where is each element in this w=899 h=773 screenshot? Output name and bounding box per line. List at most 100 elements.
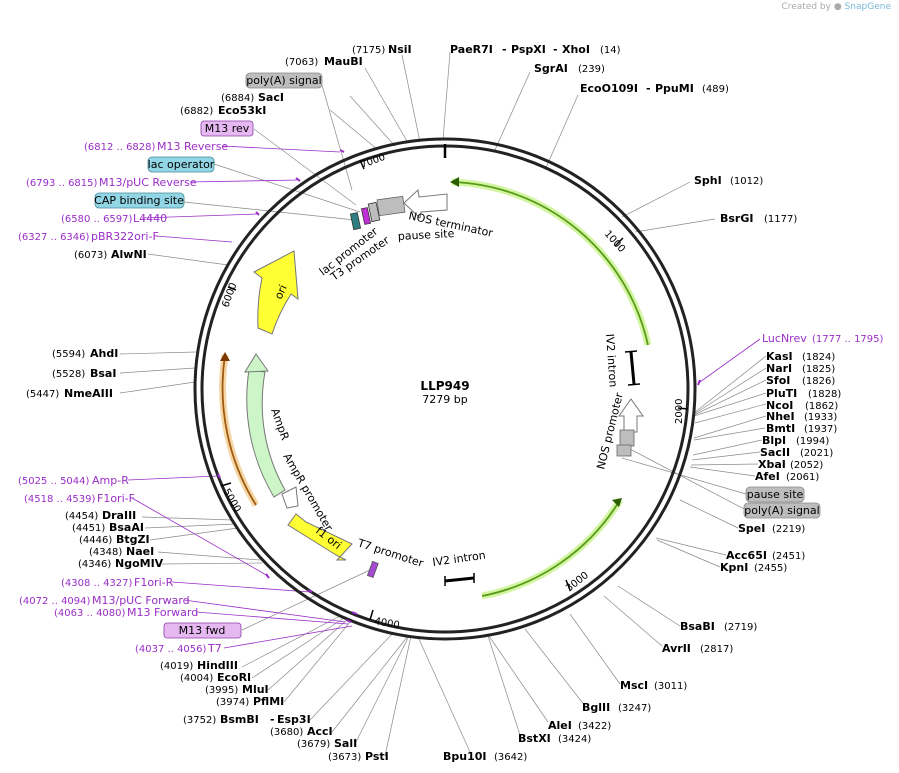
t7-promoter-label: T7 promoter bbox=[355, 536, 425, 570]
enzyme-pos: (4348) bbox=[89, 547, 122, 558]
enzyme-label: BstXI bbox=[518, 732, 551, 745]
snapgene-logo-icon: ● bbox=[833, 2, 842, 12]
iv2-intron-bottom bbox=[444, 573, 475, 586]
enzyme-pos: (4451) bbox=[72, 523, 105, 534]
enzyme-label: MscI bbox=[620, 679, 648, 692]
primer-range: (1777 .. 1795) bbox=[812, 334, 884, 345]
enzyme-pos: (1933) bbox=[804, 412, 837, 423]
enzyme-pos: (3680) bbox=[270, 727, 303, 738]
enzyme-label: MluI bbox=[242, 683, 269, 696]
enzyme-pos: (489) bbox=[702, 84, 729, 95]
enzyme-label: AccI bbox=[307, 725, 333, 738]
pause-site-box-label: pause site bbox=[747, 488, 804, 501]
primer-label: F1ori-R bbox=[134, 576, 174, 589]
enzyme-pos: (2719) bbox=[724, 622, 757, 633]
enzyme-pos: (2061) bbox=[786, 472, 819, 483]
primer-label: M13 Forward bbox=[127, 606, 198, 619]
polya-box-right: poly(A) signal bbox=[743, 502, 821, 519]
enzyme-label: PspXI bbox=[511, 43, 546, 56]
enzyme-label: NarI bbox=[766, 362, 792, 375]
primer-range: (4518 .. 4539) bbox=[24, 494, 96, 505]
enzyme-label: - bbox=[646, 82, 651, 95]
enzyme-label: PpuMI bbox=[655, 82, 694, 95]
enzyme-pos: (1828) bbox=[808, 389, 841, 400]
enzyme-pos: (7175) bbox=[352, 45, 385, 56]
enzyme-label: SfoI bbox=[766, 374, 790, 387]
enzyme-pos: (1937) bbox=[804, 424, 837, 435]
polya-box-top: poly(A) signal bbox=[245, 72, 323, 89]
primer-label: M13 Reverse bbox=[157, 140, 228, 153]
f1-ori-arrow bbox=[287, 513, 353, 561]
enzyme-label: PflMI bbox=[253, 695, 284, 708]
enzyme-label: EcoRI bbox=[217, 671, 251, 684]
enzyme-label: Eco53kI bbox=[218, 104, 266, 117]
enzyme-pos: (2817) bbox=[700, 644, 733, 655]
ori-arrow bbox=[253, 250, 299, 335]
enzyme-pos: (5528) bbox=[52, 369, 85, 380]
enzyme-pos: (2455) bbox=[754, 563, 787, 574]
enzyme-label: - bbox=[502, 43, 507, 56]
nos-terminator-arrow bbox=[403, 188, 448, 220]
enzyme-label: NheI bbox=[766, 410, 795, 423]
enzyme-pos: (2219) bbox=[772, 524, 805, 535]
iv2-intron-right bbox=[624, 350, 641, 386]
enzyme-label: AlwNI bbox=[111, 248, 147, 261]
tick-7000: 7000 bbox=[359, 152, 387, 171]
enzyme-pos: (6882) bbox=[180, 106, 213, 117]
tick-1000: 1000 bbox=[602, 229, 627, 255]
enzyme-label: AvrII bbox=[662, 642, 691, 655]
enzyme-label: XhoI bbox=[562, 43, 590, 56]
enzyme-label: AleI bbox=[548, 719, 572, 732]
enzyme-pos: (7063) bbox=[285, 57, 318, 68]
enzyme-label: SalI bbox=[334, 737, 357, 750]
pause-site-label-top: pause site bbox=[397, 227, 454, 243]
enzyme-pos: (3011) bbox=[654, 681, 687, 692]
primer-range: (6580 .. 6597) bbox=[61, 214, 133, 225]
cap-site-box: CAP binding site bbox=[94, 192, 185, 209]
enzyme-pos: (1825) bbox=[802, 364, 835, 375]
nos-cds-arc bbox=[450, 177, 652, 346]
iv2-intron-label-bottom: IV2 intron bbox=[432, 549, 487, 569]
pause-site-mark-right bbox=[619, 429, 635, 447]
enzyme-pos: (1177) bbox=[764, 214, 797, 225]
enzyme-label: AfeI bbox=[755, 470, 780, 483]
primer-label: Amp-R bbox=[92, 474, 129, 487]
enzyme-label: XbaI bbox=[758, 458, 786, 471]
primer-range: (4037 .. 4056) bbox=[135, 644, 207, 655]
enzyme-pos: (4454) bbox=[65, 511, 98, 522]
enzyme-label: DraIII bbox=[102, 509, 136, 522]
enzyme-pos: (1862) bbox=[805, 401, 838, 412]
enzyme-label: Esp3I bbox=[277, 713, 311, 726]
m13-rev-box: M13 rev bbox=[200, 120, 254, 137]
snapgene-watermark: Created by ● SnapGene bbox=[781, 2, 891, 12]
primer-leader-lines bbox=[127, 145, 761, 649]
enzyme-pos: (2021) bbox=[800, 448, 833, 459]
enzyme-label: PstI bbox=[365, 750, 389, 763]
enzyme-label: BsrGI bbox=[720, 212, 753, 225]
enzyme-pos: (14) bbox=[600, 45, 621, 56]
enzyme-label: BglII bbox=[582, 701, 610, 714]
primer-range: (6812 .. 6828) bbox=[84, 142, 156, 153]
enzyme-pos: (3673) bbox=[328, 752, 361, 763]
enzyme-label: SacII bbox=[760, 446, 790, 459]
primer-label: LucNrev bbox=[762, 332, 807, 345]
tick-6000: 6000 bbox=[220, 281, 239, 309]
enzyme-pos: (3424) bbox=[558, 734, 591, 745]
cap-site-box-label: CAP binding site bbox=[94, 194, 184, 207]
nos-promoter-arrow bbox=[618, 398, 644, 433]
enzyme-label: KpnI bbox=[720, 561, 748, 574]
ori-label: ori bbox=[272, 283, 290, 301]
tick-3000: 3000 bbox=[564, 570, 591, 594]
primer-range: (4063 .. 4080) bbox=[54, 608, 126, 619]
primer-range: (6793 .. 6815) bbox=[26, 178, 98, 189]
m13-fwd-box-label: M13 fwd bbox=[179, 624, 226, 637]
iv2-intron-label-right: IV2 intron bbox=[603, 333, 620, 387]
enzyme-label: BlpI bbox=[762, 434, 786, 447]
enzyme-label: NcoI bbox=[766, 399, 793, 412]
tick-4000: 4000 bbox=[373, 616, 400, 631]
primer-range: (4308 .. 4327) bbox=[61, 578, 133, 589]
enzyme-label: KasI bbox=[766, 350, 793, 363]
enzyme-leader-lines bbox=[119, 51, 767, 757]
enzyme-label: Acc65I bbox=[726, 549, 767, 562]
